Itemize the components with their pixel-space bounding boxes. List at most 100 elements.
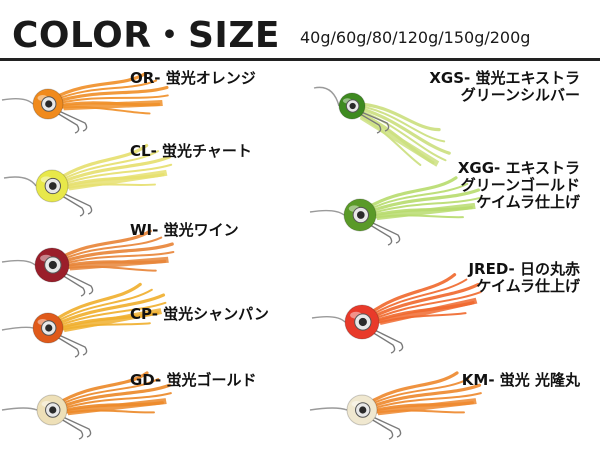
page-title: COLOR・SIZE — [12, 15, 281, 56]
lure-skirt-strand — [366, 282, 480, 321]
lure-8 — [309, 371, 482, 440]
variant-label-line: ケイムラ仕上げ — [476, 277, 580, 295]
lure-hook — [61, 274, 86, 297]
variant-label-line: GD- 蛍光ゴールド — [130, 371, 257, 389]
lure-eye-pupil — [48, 182, 57, 190]
lure-skirt-strand — [357, 102, 441, 132]
lure-hook — [370, 418, 394, 440]
lure-hook — [63, 416, 92, 438]
lure-skirt-strand — [355, 108, 447, 162]
lure-skirt-strand — [356, 104, 446, 143]
lure-skirt-strand — [365, 273, 457, 317]
header-divider — [0, 58, 600, 61]
lure-skirt-strand — [366, 383, 482, 410]
variant-label-line: JRED- 日の丸赤 — [468, 260, 580, 278]
lure-eye-pupil — [358, 317, 367, 327]
lure-hook — [56, 336, 80, 358]
lure-skirt-blade — [67, 398, 167, 416]
lure-skirt-strand — [364, 182, 469, 212]
lure-skirt-strand — [56, 155, 172, 186]
lure-hook — [59, 334, 88, 356]
lure-skirt-blade — [63, 308, 163, 333]
variant-label-line: CP- 蛍光シャンパン — [130, 305, 269, 323]
lure-eye-pupil — [356, 211, 365, 219]
lure-hook — [359, 113, 382, 134]
lure-hook — [56, 112, 80, 134]
variant-label-line: XGS- 蛍光エキストラ — [429, 69, 580, 87]
lure-hook — [372, 222, 401, 244]
lure-hook — [362, 111, 390, 132]
lure-skirt-strand — [56, 378, 160, 408]
header: COLOR・SIZE 40g/60g/80/120g/150g/200g — [0, 0, 600, 62]
lure-1 — [3, 143, 173, 217]
variant-label-gd: GD- 蛍光ゴールド — [130, 372, 257, 389]
lure-eye-pupil — [45, 100, 53, 108]
lure-hook — [65, 272, 94, 295]
lure-hook — [61, 195, 85, 217]
lure-skirt-strand — [367, 291, 482, 323]
lure-skirt — [51, 72, 169, 115]
lure-5 — [313, 86, 451, 167]
lure-leader-line — [309, 407, 348, 411]
lure-skirt-strand — [52, 85, 169, 104]
lure-skirt-strand — [52, 288, 153, 325]
lure-hook — [64, 193, 93, 215]
variant-label-line: OR- 蛍光オレンジ — [130, 69, 256, 87]
lure-skirt-blade — [63, 100, 163, 111]
lure-skirt — [365, 371, 482, 416]
variant-label-cp: CP- 蛍光シャンパン — [130, 306, 269, 323]
lure-hook — [59, 110, 88, 132]
lure-skirt-strand — [56, 229, 152, 261]
lure-skirt-blade — [69, 256, 169, 271]
lure-eye-pupil — [49, 406, 57, 414]
lure-skirt — [55, 143, 173, 191]
lure-skirt-strand — [57, 236, 163, 263]
lure-skirt-strand — [56, 383, 172, 410]
lure-skirt-strand — [53, 94, 169, 106]
lure-skirt-strand — [56, 150, 160, 183]
variant-label-line: XGG- エキストラ — [457, 159, 580, 177]
lure-skirt-strand — [364, 188, 481, 215]
lure-skirt-blade — [68, 169, 168, 191]
variant-label-wi: WI- 蛍光ワイン — [130, 222, 239, 239]
lure-hook — [373, 416, 402, 438]
lure-leader-line — [1, 407, 38, 411]
variant-label-line: グリーンシルバー — [460, 86, 580, 104]
lure-skirt-strand — [51, 293, 166, 328]
variant-label-km: KM- 蛍光 光隆丸 — [462, 372, 580, 389]
lure-skirt-strand — [55, 143, 149, 182]
lure-skirt-strand — [365, 371, 459, 406]
variant-label-line: CL- 蛍光チャート — [130, 142, 252, 160]
lure-6 — [309, 176, 481, 246]
lure-2 — [1, 229, 175, 297]
lure-eye-pupil — [359, 406, 367, 414]
lure-leader-line — [1, 259, 36, 266]
lure-4 — [1, 371, 172, 440]
lure-skirt-blade — [377, 398, 477, 416]
lure-skirt-strand — [57, 392, 172, 411]
lure-leader-line — [1, 97, 34, 105]
variant-label-line: KM- 蛍光 光隆丸 — [461, 371, 580, 389]
variant-label-jred: JRED- 日の丸赤 ケイムラ仕上げ — [468, 261, 580, 295]
lure-skirt-strand — [363, 176, 458, 211]
lure-skirt — [363, 176, 481, 221]
lure-skirt-strand — [51, 282, 142, 324]
lure-leader-line — [313, 86, 340, 107]
lure-skirt-strand — [366, 278, 468, 319]
lure-7 — [311, 273, 482, 354]
lure-skirt — [51, 282, 167, 333]
lure-skirt-strand — [57, 163, 173, 187]
lure-eye-pupil — [349, 102, 356, 110]
lure-eye-pupil — [45, 324, 53, 332]
lure-skirt-strand — [53, 301, 167, 329]
lure-hook — [375, 329, 404, 352]
lure-skirt-strand — [365, 196, 481, 216]
variant-label-line: ケイムラ仕上げ — [476, 193, 580, 211]
lure-skirt-strand — [367, 392, 482, 411]
lure-skirt-strand — [56, 242, 174, 265]
variant-label-line: グリーンゴールド — [460, 176, 580, 194]
lure-0 — [1, 72, 169, 134]
lure-skirt-blade — [378, 297, 478, 326]
lure-skirt-strand — [51, 72, 147, 101]
